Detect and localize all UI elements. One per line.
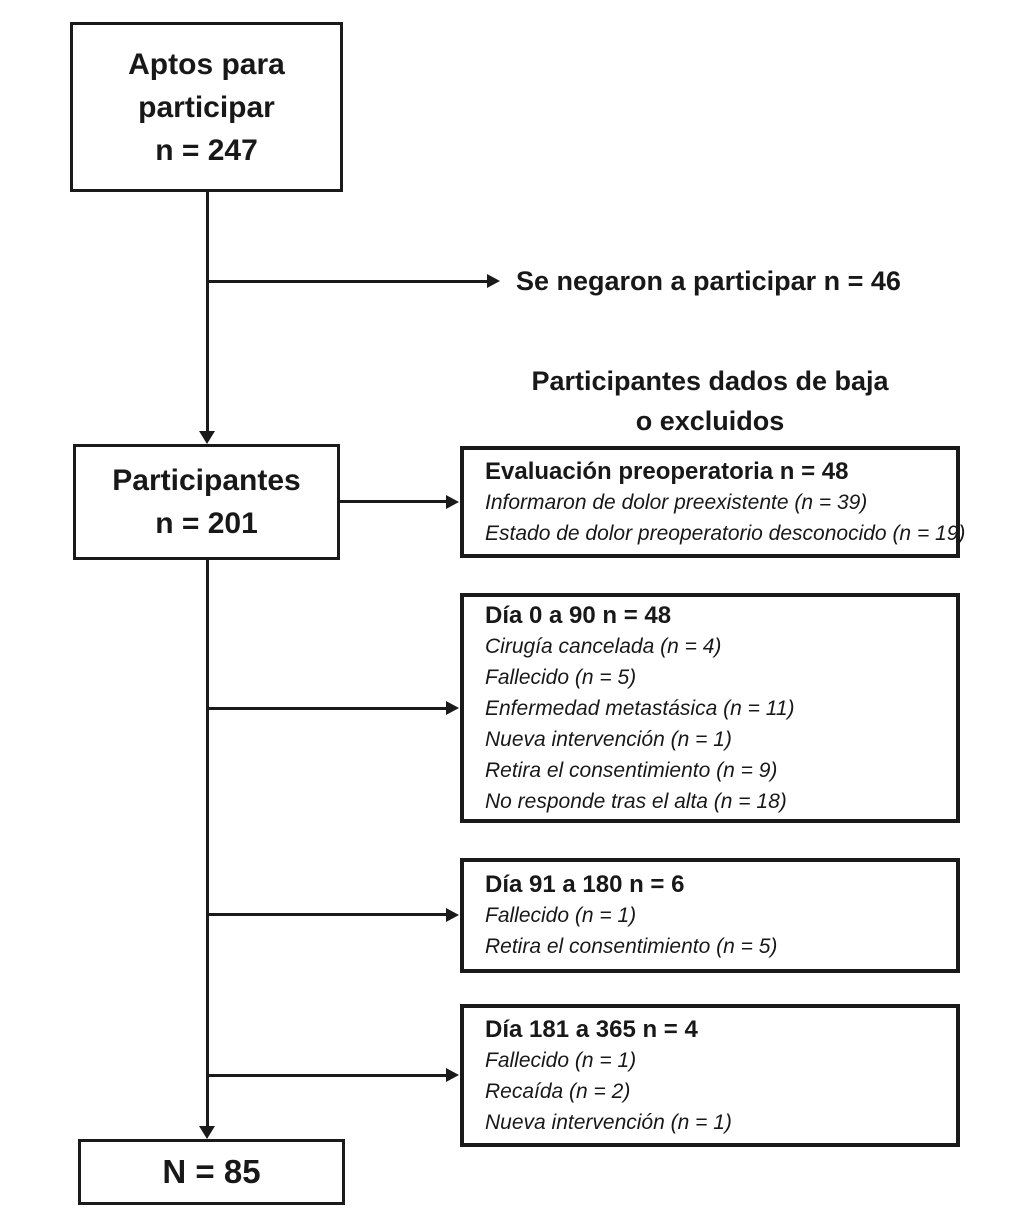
exclusion-title: Día 91 a 180 n = 6: [485, 871, 685, 898]
connector-exclusion-1-line: [340, 500, 447, 503]
connector-eligible-participants-line: [206, 192, 209, 432]
dropout-heading-line2: o excluidos: [635, 406, 785, 436]
exclusion-item: Fallecido (n = 1): [485, 1048, 637, 1072]
arrow-right-icon: [446, 701, 459, 715]
exclusion-box-day-0-90: Día 0 a 90 n = 48 Cirugía cancelada (n =…: [460, 593, 960, 823]
exclusion-item: Estado de dolor preoperatorio desconocid…: [485, 521, 966, 545]
arrow-right-icon: [487, 274, 500, 288]
eligible-title: Aptos para participar: [128, 47, 285, 124]
exclusion-item: No responde tras el alta (n = 18): [485, 789, 787, 813]
arrow-right-icon: [446, 495, 459, 509]
connector-exclusion-4-line: [206, 1074, 447, 1077]
connector-refused-line: [206, 280, 488, 283]
dropout-heading: Participantes dados de baja o excluidos: [460, 361, 960, 441]
refused-label: Se negaron a participar n = 46: [516, 266, 901, 296]
exclusion-title: Día 181 a 365 n = 4: [485, 1015, 698, 1043]
exclusion-item: Nueva intervención (n = 1): [485, 1110, 732, 1134]
exclusion-box-preoperative: Evaluación preoperatoria n = 48 Informar…: [460, 446, 966, 558]
exclusion-item: Nueva intervención (n = 1): [485, 727, 732, 751]
exclusion-item: Fallecido (n = 1): [485, 904, 637, 927]
participants-count: n = 201: [155, 507, 258, 540]
connector-exclusion-3-line: [206, 913, 447, 916]
exclusion-title: Evaluación preoperatoria n = 48: [485, 457, 849, 485]
exclusion-item: Retira el consentimiento (n = 5): [485, 935, 778, 958]
participants-title: Participantes: [112, 464, 301, 497]
eligible-box: Aptos para participar n = 247: [70, 22, 343, 192]
exclusion-item: Informaron de dolor preexistente (n = 39…: [485, 490, 868, 514]
exclusion-item: Fallecido (n = 5): [485, 665, 637, 689]
exclusion-box-day-181-365: Día 181 a 365 n = 4 Fallecido (n = 1) Re…: [460, 1004, 960, 1147]
exclusion-item: Cirugía cancelada (n = 4): [485, 634, 722, 658]
final-count: N = 85: [162, 1153, 261, 1190]
arrow-right-icon: [446, 908, 459, 922]
eligible-count: n = 247: [155, 133, 258, 167]
connector-exclusion-2-line: [206, 707, 447, 710]
arrow-down-icon: [199, 431, 215, 444]
dropout-heading-line1: Participantes dados de baja: [531, 366, 889, 396]
exclusion-item: Enfermedad metastásica (n = 11): [485, 696, 795, 720]
participants-box: Participantes n = 201: [73, 444, 340, 560]
connector-participants-final-line: [206, 560, 209, 1127]
arrow-right-icon: [446, 1068, 459, 1082]
arrow-down-icon: [199, 1126, 215, 1139]
exclusion-box-day-91-180: Día 91 a 180 n = 6 Fallecido (n = 1) Ret…: [460, 858, 960, 973]
exclusion-title: Día 0 a 90 n = 48: [485, 601, 672, 629]
exclusion-item: Recaída (n = 2): [485, 1079, 631, 1103]
final-count-box: N = 85: [78, 1139, 345, 1205]
exclusion-item: Retira el consentimiento (n = 9): [485, 758, 778, 782]
